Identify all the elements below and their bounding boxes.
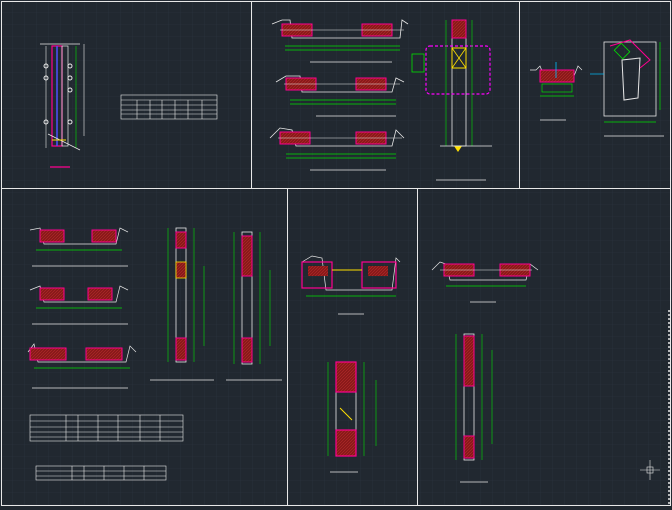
sheet-2-content xyxy=(269,19,492,181)
node-detail-left xyxy=(530,62,583,121)
schedule-table-1 xyxy=(120,94,218,120)
sheet-5-content xyxy=(301,255,401,473)
sheet4-section-c xyxy=(27,343,137,389)
horizontal-section-a xyxy=(271,19,409,63)
sheet-3-content xyxy=(530,39,664,137)
horizontal-section-b xyxy=(275,75,405,117)
schedule-table-2 xyxy=(29,414,184,442)
sheet4-section-a xyxy=(29,227,129,267)
sheet5-vertical-section xyxy=(327,361,377,473)
wall-elevation xyxy=(40,43,85,168)
sheet4-section-b xyxy=(29,285,129,325)
sheet4-vertical-b xyxy=(226,231,282,381)
sheet6-horizontal-section xyxy=(431,261,539,303)
schedule-table-3 xyxy=(35,465,167,481)
column-detail xyxy=(411,19,492,181)
sheet6-vertical-section xyxy=(455,333,493,483)
sheet5-horizontal-section xyxy=(301,255,401,315)
node-detail-right xyxy=(590,39,664,137)
crosshair-icon xyxy=(640,460,660,480)
sheet-6-content xyxy=(431,261,539,483)
horizontal-section-c xyxy=(269,127,405,171)
sheet4-vertical-a xyxy=(150,227,214,381)
sheet-1-content xyxy=(40,43,218,168)
sheet-4-content xyxy=(27,227,282,481)
